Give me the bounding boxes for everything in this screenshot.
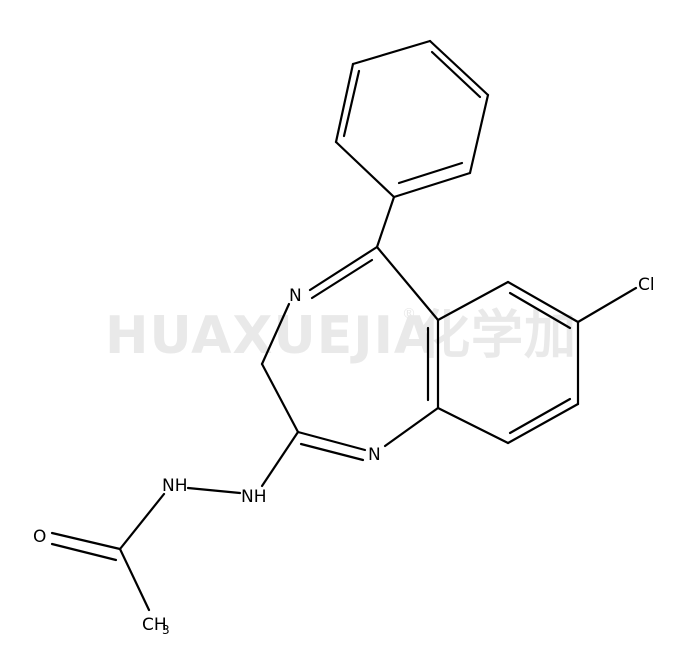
bond bbox=[383, 406, 440, 448]
diazepine-ring bbox=[260, 245, 440, 462]
bond bbox=[308, 245, 379, 292]
bond bbox=[508, 291, 572, 330]
watermark-chinese: 化学加 bbox=[418, 306, 577, 366]
bond bbox=[375, 245, 440, 322]
bond bbox=[118, 547, 151, 612]
bond bbox=[118, 492, 166, 551]
phenyl-ring bbox=[334, 39, 490, 199]
bond bbox=[468, 93, 490, 175]
bond bbox=[506, 402, 580, 445]
atom-label-oxygen: O bbox=[33, 527, 46, 547]
bond bbox=[397, 161, 464, 185]
bond bbox=[260, 362, 300, 434]
bond bbox=[342, 69, 361, 138]
bond bbox=[334, 140, 396, 199]
bond bbox=[334, 62, 355, 144]
bond bbox=[576, 286, 638, 324]
bond bbox=[436, 406, 510, 445]
bond bbox=[392, 171, 472, 199]
bond bbox=[428, 39, 490, 97]
watermark-text: HUAXUEJIA bbox=[105, 306, 435, 366]
atom-label-chlorine: Cl bbox=[638, 275, 655, 295]
bond bbox=[260, 302, 291, 366]
bond bbox=[50, 542, 118, 562]
bond bbox=[296, 430, 367, 452]
watermark: HUAXUEJIA ® 化学加 bbox=[105, 306, 577, 366]
bond bbox=[299, 442, 365, 462]
bond bbox=[50, 531, 122, 551]
bond bbox=[430, 50, 482, 99]
watermark-registered: ® bbox=[402, 306, 416, 322]
atom-label-nh-ring: NH bbox=[241, 487, 267, 507]
atom-label-n-lower: N bbox=[368, 445, 381, 465]
bond bbox=[310, 258, 374, 300]
bond bbox=[260, 430, 300, 488]
atom-label-nh-acyl: NH bbox=[162, 476, 188, 496]
atom-label-methyl: CH bbox=[142, 615, 167, 635]
bond bbox=[351, 39, 432, 66]
atom-label-n-upper: N bbox=[289, 286, 302, 306]
atom-label-methyl-subscript: 3 bbox=[162, 623, 170, 637]
benzo-ring bbox=[426, 280, 580, 445]
bond bbox=[506, 280, 580, 324]
bond bbox=[436, 280, 510, 322]
side-chain bbox=[50, 430, 300, 612]
bond bbox=[508, 397, 572, 435]
bond bbox=[375, 195, 396, 249]
bond bbox=[186, 486, 242, 495]
